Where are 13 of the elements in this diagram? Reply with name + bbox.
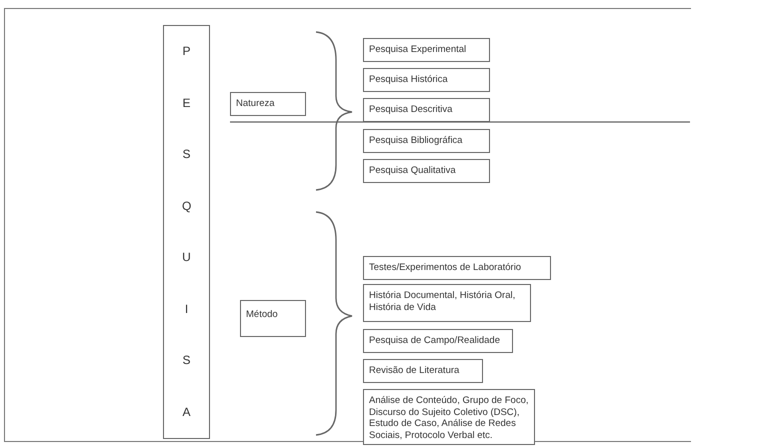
item-box: Revisão de Literatura xyxy=(363,359,483,383)
item-box: Pesquisa Qualitativa xyxy=(363,159,490,183)
category-box: Método xyxy=(240,300,306,337)
item-box: Pesquisa Descritiva xyxy=(363,98,490,122)
item-box: Pesquisa Bibliográfica xyxy=(363,129,490,153)
vertical-title-box: PESQUISA xyxy=(163,25,210,439)
item-box: Pesquisa de Campo/Realidade xyxy=(363,329,513,353)
item-box: História Documental, História Oral, História de Vida xyxy=(363,284,531,322)
category-box: Natureza xyxy=(230,92,306,116)
item-box: Pesquisa Experimental xyxy=(363,38,490,62)
item-box: Análise de Conteúdo, Grupo de Foco, Discurso do Sujeito Coletivo (DSC), Estudo de Caso, Análise de Redes Sociais, Protocolo Verbal etc. xyxy=(363,389,535,445)
item-box: Testes/Experimentos de Laboratório xyxy=(363,256,551,280)
item-box: Pesquisa Histórica xyxy=(363,68,490,92)
